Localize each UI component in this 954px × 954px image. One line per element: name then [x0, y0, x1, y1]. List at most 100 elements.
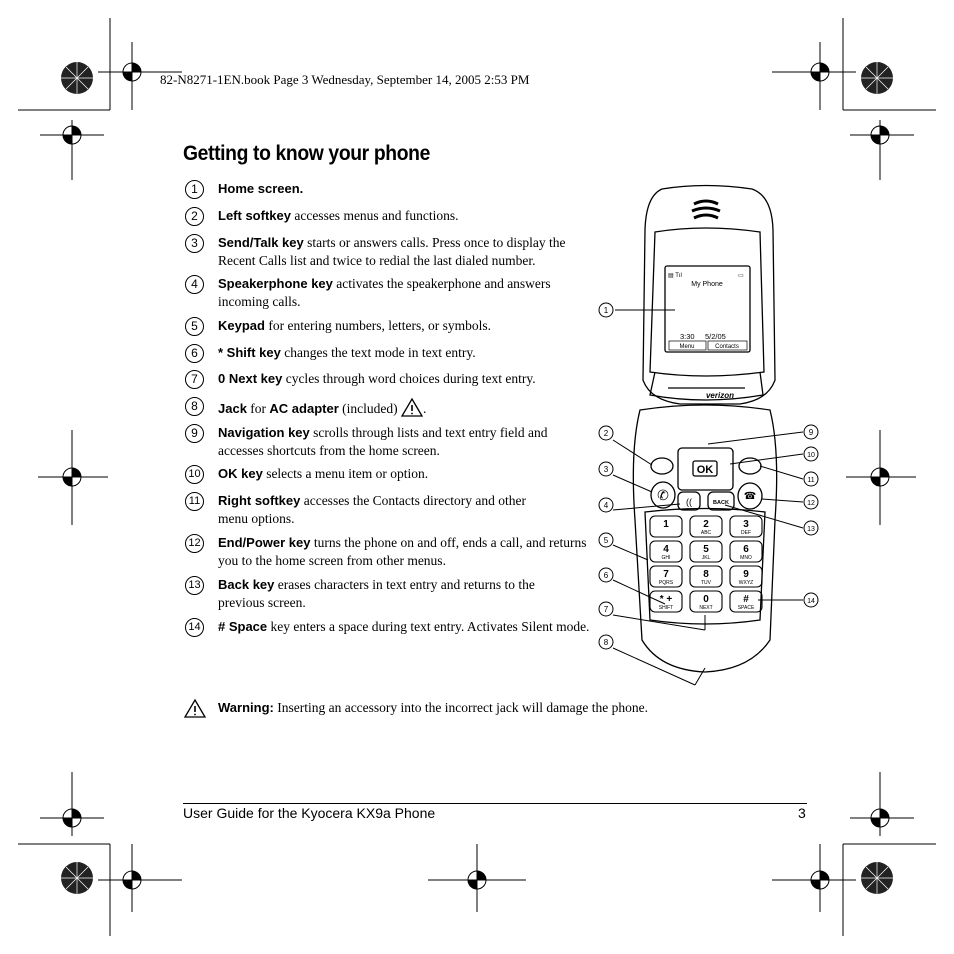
warning-text: Inserting an accessory into the incorrec… — [273, 700, 648, 715]
callout-number: 4 — [604, 501, 609, 510]
callout-number: 3 — [604, 465, 609, 474]
item-label: Back key — [218, 577, 275, 592]
keypad-key-letters: DEF — [741, 530, 751, 536]
softkey-right-label: Contacts — [715, 344, 739, 350]
keypad-key-letters: ABC — [701, 530, 712, 536]
item-number: 9 — [185, 424, 204, 443]
keypad-key-digit: 4 — [663, 544, 669, 555]
callout-number: 6 — [604, 571, 609, 580]
keypad-key-letters: JKL — [702, 555, 711, 561]
keypad-key-letters: SHIFT — [659, 605, 673, 611]
callout-circle — [803, 592, 819, 608]
keypad-key-letters: MNO — [740, 555, 752, 561]
callout-circle — [803, 494, 819, 510]
callout-circle — [598, 461, 614, 477]
page-number: 3 — [798, 805, 806, 821]
item-number: 14 — [185, 618, 204, 637]
keypad-key — [689, 515, 723, 538]
item-label: 0 Next key — [218, 371, 283, 386]
warning-triangle-icon — [400, 397, 424, 417]
item-number: 10 — [185, 465, 204, 484]
callout-number: 7 — [604, 605, 609, 614]
keypad-key-digit: 1 — [663, 519, 669, 530]
item-desc: for — [246, 401, 270, 416]
callout-number: 12 — [807, 500, 815, 507]
item-desc: starts or answers calls. Press once to d… — [218, 235, 566, 268]
keypad-key — [649, 540, 683, 563]
callout-number: 8 — [604, 638, 609, 647]
callout-number: 2 — [604, 429, 609, 438]
item-label: Left softkey — [218, 208, 291, 223]
keypad-key-letters: PQRS — [659, 580, 674, 586]
item-number: 1 — [185, 180, 204, 199]
callout-number: 5 — [604, 536, 609, 545]
item-desc: changes the text mode in text entry. — [280, 345, 476, 360]
item-number: 6 — [185, 344, 204, 363]
callout-circle — [803, 424, 819, 440]
end-key-icon: ☎ — [744, 491, 756, 502]
item-number: 4 — [185, 275, 204, 294]
keypad-key-letters: SPACE — [738, 605, 755, 611]
callout-circle — [598, 497, 614, 513]
svg-text:▤ Tıl: ▤ Tıl — [668, 273, 682, 279]
footer-rule — [183, 803, 807, 804]
callout-circle — [598, 601, 614, 617]
footer-guide-title: User Guide for the Kyocera KX9a Phone — [183, 805, 436, 821]
item-desc: turns the phone on and off, ends a call,… — [218, 535, 587, 568]
item-label: End/Power key — [218, 535, 311, 550]
keypad-key-digit: # — [743, 594, 749, 605]
brand-logo: verizon — [706, 391, 734, 400]
ok-key-label: OK — [697, 464, 714, 476]
item-label: Right softkey — [218, 493, 301, 508]
item-number: 13 — [185, 576, 204, 595]
keypad-key — [649, 590, 683, 613]
callout-circle — [598, 634, 614, 650]
item-desc-2: (included) — [338, 401, 398, 416]
warning-triangle-icon — [184, 698, 206, 718]
item-label: # Space — [218, 619, 268, 634]
item-label: Speakerphone key — [218, 276, 333, 291]
keypad-key-letters: TUV — [701, 580, 712, 586]
callout-number: 1 — [604, 306, 609, 315]
item-number: 12 — [185, 534, 204, 553]
callout-circle — [803, 446, 819, 462]
keypad-key — [729, 590, 763, 613]
screen-date: 5/2/05 — [705, 332, 726, 341]
item-number: 5 — [185, 317, 204, 336]
item-label-2: AC adapter — [269, 401, 339, 416]
item-desc: key enters a space during text entry. Ac… — [267, 619, 590, 634]
keypad-key-digit: 5 — [703, 544, 709, 555]
keypad-key — [649, 565, 683, 588]
keypad-key — [649, 515, 683, 538]
item-desc: scrolls through lists and text entry fie… — [218, 425, 548, 458]
keypad-key-digit: 0 — [703, 594, 709, 605]
item-number: 7 — [185, 370, 204, 389]
file-header-line: 82-N8271-1EN.book Page 3 Wednesday, Sept… — [160, 72, 530, 87]
keypad-key — [729, 515, 763, 538]
item-label: Send/Talk key — [218, 235, 304, 250]
item-label: * Shift key — [218, 345, 281, 360]
phone-illustration: ▤ Tıl ▭ My Phone 3:30 5/2/05 Menu Contac… — [598, 184, 819, 686]
callout-number: 13 — [807, 526, 815, 533]
callout-number: 10 — [807, 452, 815, 459]
item-label: Jack — [218, 401, 247, 416]
callout-circle — [598, 532, 614, 548]
callout-circle — [803, 471, 819, 487]
keypad-key-digit: 7 — [663, 569, 669, 580]
keypad-key-letters: NEXT — [699, 605, 712, 611]
keypad-key — [729, 565, 763, 588]
callout-number: 14 — [807, 598, 815, 605]
keypad-key-digit: * + — [660, 594, 673, 605]
keypad-key — [689, 565, 723, 588]
keypad-key-digit: 6 — [743, 544, 749, 555]
keypad-key-digit: 9 — [743, 569, 749, 580]
item-desc: accesses the Contacts directory and othe… — [218, 493, 527, 526]
svg-text:▭: ▭ — [738, 273, 744, 279]
item-desc: selects a menu item or option. — [262, 466, 429, 481]
item-desc: accesses menus and functions. — [290, 208, 459, 223]
back-key-label: BACK — [713, 500, 729, 506]
callout-circle — [598, 302, 614, 318]
item-number: 3 — [185, 234, 204, 253]
